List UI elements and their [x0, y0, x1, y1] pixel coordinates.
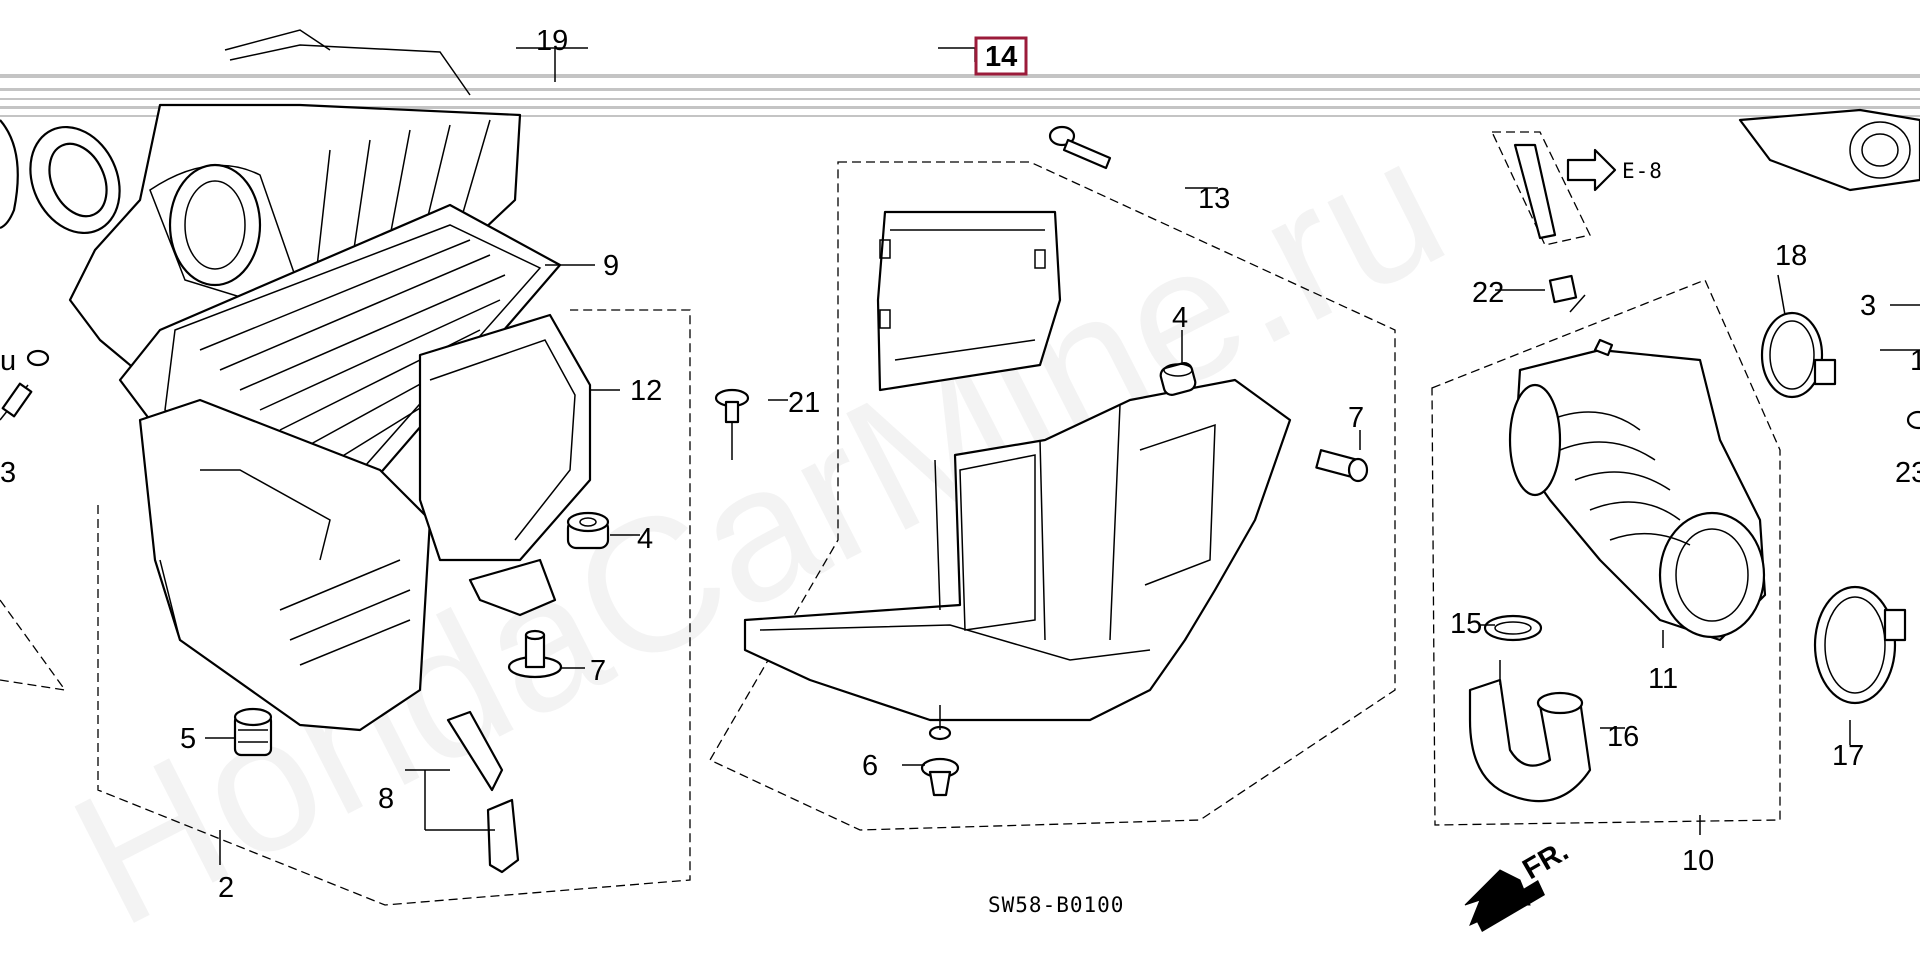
rubber-mount-left — [566, 511, 610, 550]
edge-bolt-right — [1906, 410, 1920, 430]
label-part-10: 10 — [1682, 845, 1714, 877]
label-part-19: 19 — [536, 25, 568, 57]
collar-center — [1315, 449, 1369, 483]
rubber-mount-center — [1159, 362, 1197, 396]
leader-lines — [205, 47, 1920, 865]
throttle-body-partial — [1738, 108, 1920, 192]
label-part-4-left: 4 — [637, 523, 653, 555]
label-part-8: 8 — [378, 783, 394, 815]
label-part-23: 23 — [1895, 457, 1920, 489]
label-part-4-center: 4 — [1172, 302, 1188, 334]
reference-arrow — [1566, 148, 1617, 192]
push-clip — [920, 705, 960, 797]
hose-clamp-15 — [1483, 614, 1543, 642]
reference-label: E-8 — [1622, 159, 1663, 183]
bolt-21 — [714, 388, 750, 460]
label-part-7-left: 7 — [590, 655, 606, 687]
label-part-6: 6 — [862, 750, 878, 782]
front-direction-arrow — [1464, 869, 1545, 932]
breather-pipe — [1513, 143, 1557, 240]
intake-hose-group — [1431, 108, 1920, 826]
label-part-3-right: 3 — [1860, 290, 1876, 322]
label-part-12: 12 — [630, 375, 662, 407]
group-outline-10 — [1431, 279, 1781, 826]
hose-clamp-18 — [1760, 311, 1837, 399]
label-part-15: 15 — [1450, 608, 1482, 640]
upper-shield — [876, 210, 1062, 392]
label-part-21: 21 — [788, 387, 820, 419]
label-part-7-center: 7 — [1348, 402, 1364, 434]
duct-top-bolt — [1048, 125, 1112, 170]
label-part-11: 11 — [1648, 663, 1678, 695]
intake-duct-group — [709, 125, 1396, 831]
partial-seal-left — [0, 119, 19, 230]
label-part-18: 18 — [1775, 240, 1807, 272]
label-part-16: 16 — [1607, 721, 1639, 753]
breather-connector — [1548, 274, 1578, 304]
main-duct — [743, 378, 1292, 722]
label-part-2: 2 — [218, 872, 234, 904]
mount-bracket — [468, 558, 557, 617]
intake-seal-ring-inner — [48, 142, 108, 218]
air-cleaner-housing-group — [0, 29, 750, 906]
grommet — [233, 707, 273, 757]
clip-upper — [446, 710, 504, 792]
group-outline-13 — [709, 161, 1396, 831]
label-part-9: 9 — [603, 250, 619, 282]
label-part-14: 14 — [985, 41, 1017, 73]
label-part-3-left: 3 — [0, 457, 16, 489]
label-part-u-left: u — [0, 345, 16, 377]
highlight-box-14 — [974, 36, 1028, 76]
label-part-5: 5 — [180, 723, 196, 755]
group-outline-2 — [97, 309, 691, 906]
label-part-22: 22 — [1472, 277, 1504, 309]
part-labels: 19 14 9 12 21 4 7 5 8 2 3 u 13 4 7 6 22 … — [0, 25, 1920, 904]
collar-left — [507, 629, 563, 679]
clip-lower — [486, 798, 520, 874]
label-part-13: 13 — [1198, 183, 1230, 215]
scan-noise-band — [0, 74, 1920, 117]
drawing-code: SW58-B0100 — [988, 893, 1124, 917]
front-label: FR. — [1518, 835, 1574, 886]
hose-clamp-17 — [1813, 585, 1907, 705]
lower-housing — [138, 398, 432, 732]
left-edge-bolts — [0, 349, 50, 421]
label-part-1: 1 — [1910, 345, 1920, 377]
label-part-17: 17 — [1832, 740, 1864, 772]
